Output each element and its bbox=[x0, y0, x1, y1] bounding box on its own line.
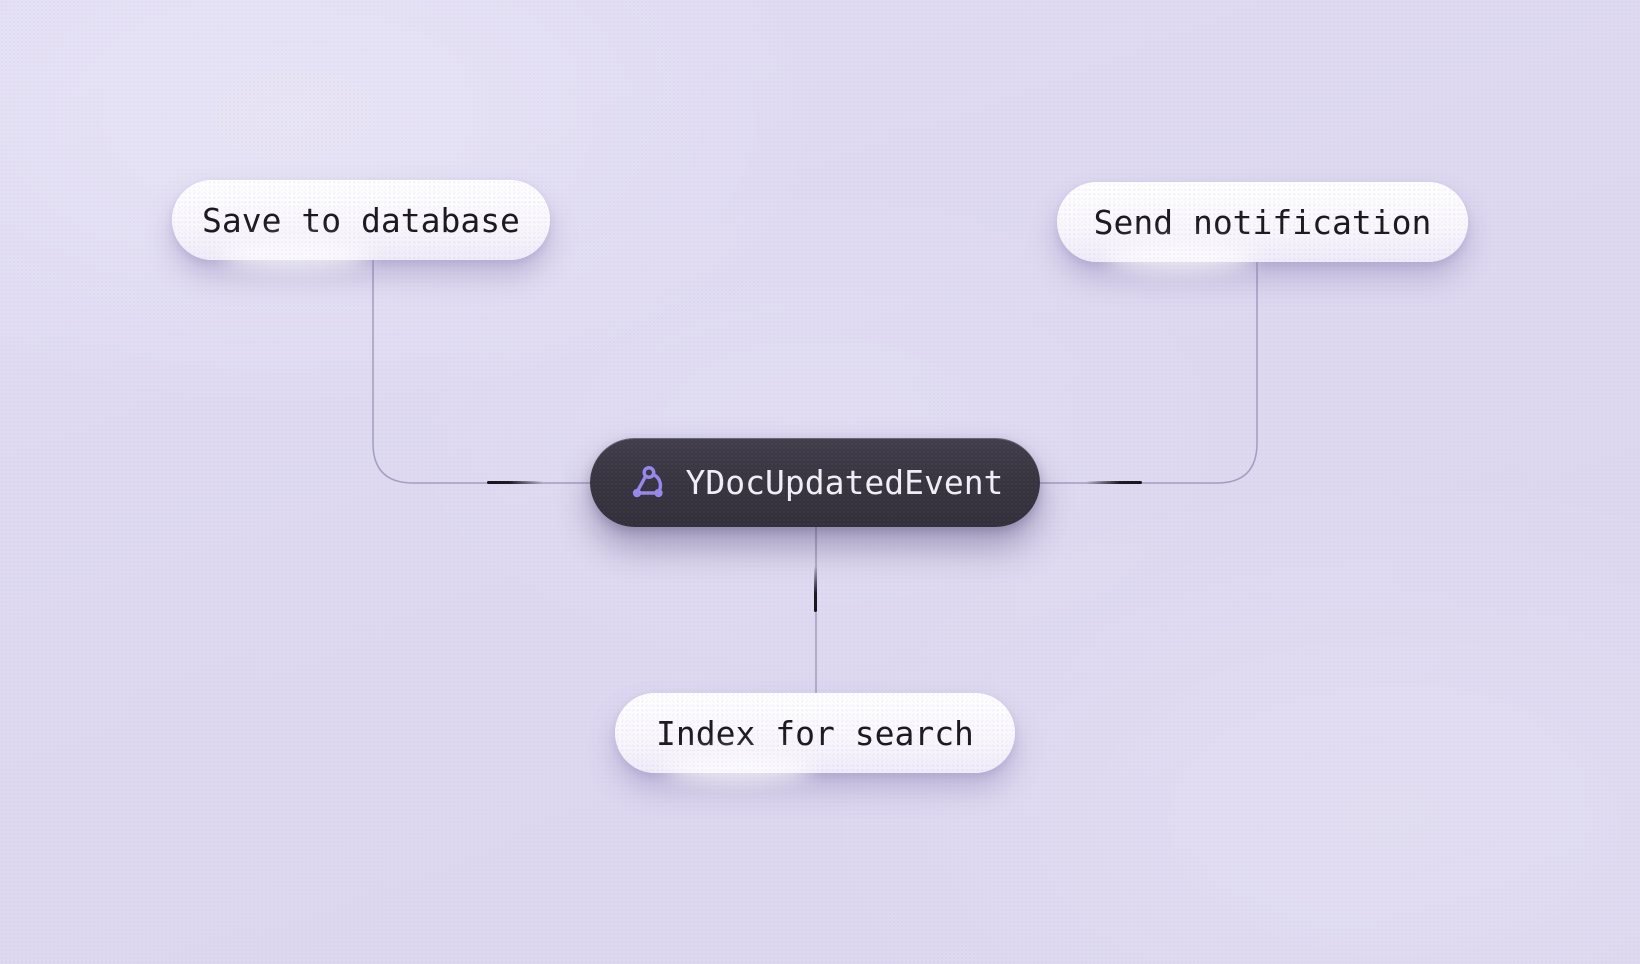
node-ydoc-updated-event[interactable]: YDocUpdatedEvent bbox=[590, 438, 1040, 527]
node-label: Send notification bbox=[1093, 202, 1432, 242]
edge-send-notification bbox=[1038, 260, 1258, 484]
event-node-label: YDocUpdatedEvent bbox=[685, 463, 1004, 502]
node-index-for-search[interactable]: Index for search bbox=[615, 693, 1015, 773]
node-label: Index for search bbox=[656, 713, 974, 753]
webhook-icon bbox=[632, 465, 663, 497]
node-label: Save to database bbox=[202, 200, 520, 240]
edge-save-to-database bbox=[372, 258, 592, 484]
node-send-notification[interactable]: Send notification bbox=[1057, 182, 1468, 262]
node-save-to-database[interactable]: Save to database bbox=[172, 180, 550, 260]
